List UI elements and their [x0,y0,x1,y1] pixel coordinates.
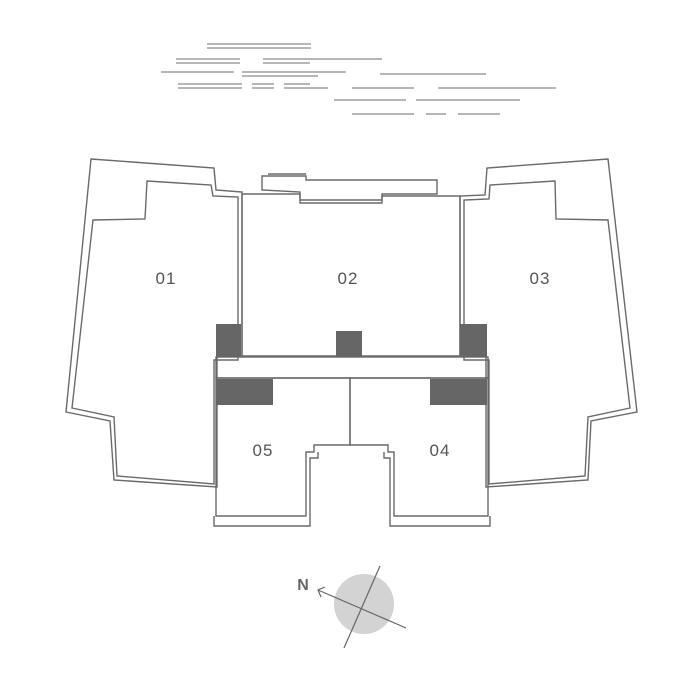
core-shaft-lower-left [216,379,273,405]
lower-units-outer-outline-right [383,452,491,527]
north-label: N [297,577,309,594]
unit-01-label: 01 [156,269,177,288]
compass-disc [334,574,394,634]
compass-arrowhead [317,586,326,598]
core-shaft-right [460,324,487,357]
corridor [215,356,489,379]
unit-01-inner-outline [71,180,239,485]
compass-axis [343,565,381,649]
unit-03-inner-outline [463,180,631,485]
water-decoration [161,43,556,115]
unit-03-label: 03 [530,269,551,288]
unit-04-outline [349,377,489,517]
core-shaft-center [336,331,362,357]
unit-03-outline [459,158,638,488]
core-shaft-lower-right [430,379,487,405]
compass-icon: N [297,565,407,649]
core-shaft-left [216,324,241,357]
unit-05-label: 05 [253,441,274,460]
compass-pointer [317,589,407,629]
unit-02-balcony [261,175,438,201]
unit-02-label: 02 [338,269,359,288]
unit-04-label: 04 [430,441,451,460]
lower-units-outer-outline [213,452,319,527]
